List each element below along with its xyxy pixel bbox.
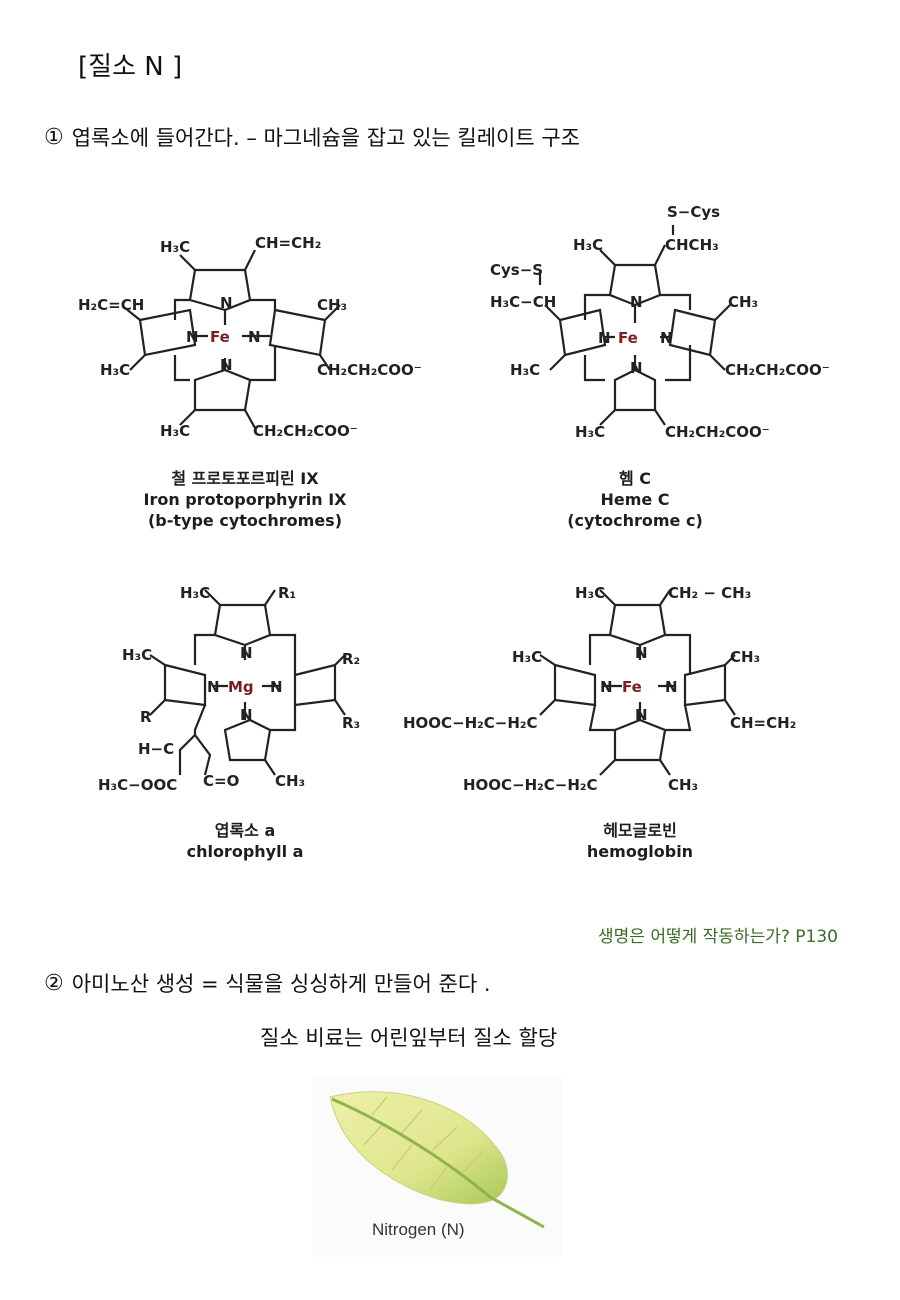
metal-label: Fe xyxy=(210,328,230,346)
group-bottom-left: H₃C xyxy=(160,422,190,440)
caption-iron-protoporphyrin: 철 프로토포르피린 IX Iron protoporphyrin IX (b-t… xyxy=(110,468,380,531)
caption-en: hemoglobin xyxy=(586,842,694,861)
caption-hemoglobin: 헤모글로빈 hemoglobin xyxy=(545,820,735,862)
group-right-lower: CH₂CH₂COO⁻ xyxy=(317,361,422,379)
caption-note: (cytochrome c) xyxy=(567,511,703,530)
porphyrin-ring-bonds xyxy=(538,225,731,426)
group-right-lower: CH₂CH₂COO⁻ xyxy=(725,361,830,379)
caption-heme-c: 헴 C Heme C (cytochrome c) xyxy=(535,468,735,531)
caption-ko: 철 프로토포르피린 IX xyxy=(171,469,319,488)
n-left-label: N xyxy=(207,678,220,696)
caption-note: (b-type cytochromes) xyxy=(147,511,343,530)
n-left-label: N xyxy=(598,329,611,347)
structure-iron-protoporphyrin: N N N N Fe H₃C CH=CH₂ H₂C=CH H₃C CH₃ CH₂… xyxy=(70,230,440,440)
n-top-label: N xyxy=(630,293,643,311)
caption-en: Iron protoporphyrin IX xyxy=(143,490,347,509)
group-bottom-left: HOOC−H₂C−H₂C xyxy=(463,776,597,794)
n-bottom-label: N xyxy=(220,356,233,374)
n-top-label: N xyxy=(635,644,648,662)
n-right-label: N xyxy=(270,678,283,696)
porphyrin-ring-bonds xyxy=(149,589,346,776)
group-top-right: CHCH₃ xyxy=(665,236,719,254)
section-3-text: 질소 비료는 어린잎부터 질소 할당 xyxy=(260,1026,558,1050)
group-left-lower: H₃C xyxy=(510,361,540,379)
group-left-upper: H₃C−CH xyxy=(490,293,556,311)
group-left-upper: H₂C=CH xyxy=(78,296,144,314)
section-2-text: 아미노산 생성 = 식물을 싱싱하게 만들어 준다 . xyxy=(71,972,491,996)
leaf-image xyxy=(312,1075,562,1257)
section-1-number: ① xyxy=(44,124,64,150)
n-right-label: N xyxy=(660,329,673,347)
group-right-upper: R₂ xyxy=(342,650,360,668)
group-ester: H₃C−OOC xyxy=(98,776,177,794)
n-top-label: N xyxy=(240,644,253,662)
leaf-illustration xyxy=(329,1091,545,1229)
group-bottom-right: CH₃ xyxy=(668,776,698,794)
group-left-lower: R xyxy=(140,708,152,726)
porphyrin-ring-bonds xyxy=(124,249,341,429)
group-right-lower: CH=CH₂ xyxy=(730,714,796,732)
group-right-lower: R₃ xyxy=(342,714,360,732)
group-left-upper: H₃C xyxy=(512,648,542,666)
n-top-label: N xyxy=(220,294,233,312)
group-bottom-right: CH₂CH₂COO⁻ xyxy=(665,423,770,441)
n-right-label: N xyxy=(665,678,678,696)
caption-ko: 헴 C xyxy=(618,469,652,488)
page-title: [질소 N ] xyxy=(78,52,183,82)
porphyrin-ring-bonds xyxy=(539,589,736,776)
group-ring-h: H−C xyxy=(138,740,174,758)
n-bottom-label: N xyxy=(240,706,253,724)
n-left-label: N xyxy=(600,678,613,696)
metal-label: Mg xyxy=(228,678,254,696)
caption-en: chlorophyll a xyxy=(186,842,304,861)
group-top-right: R₁ xyxy=(278,584,296,602)
group-top-left: H₃C xyxy=(160,238,190,256)
source-note: 생명은 어떻게 작동하는가? P130 xyxy=(598,927,838,947)
structure-hemoglobin: N N N N Fe H₃C CH₂ − CH₃ H₃C HOOC−H₂C−H₂… xyxy=(400,580,820,800)
section-2-line: ② 아미노산 생성 = 식물을 싱싱하게 만들어 준다 . xyxy=(44,968,491,998)
n-bottom-label: N xyxy=(630,359,643,377)
group-left-lower: HOOC−H₂C−H₂C xyxy=(403,714,537,732)
group-top-left: H₃C xyxy=(573,236,603,254)
section-1-text: 엽록소에 들어간다. – 마그네슘을 잡고 있는 킬레이트 구조 xyxy=(71,126,580,150)
n-left-label: N xyxy=(186,328,199,346)
structure-heme-c: N N N N Fe S−Cys H₃C CHCH₃ Cys−S H₃C−CH … xyxy=(485,195,845,445)
group-bottom-right: CH₃ xyxy=(275,772,305,790)
caption-en: Heme C xyxy=(600,490,670,509)
section-1-line: ① 엽록소에 들어간다. – 마그네슘을 잡고 있는 킬레이트 구조 xyxy=(44,122,580,152)
leaf-label: Nitrogen (N) xyxy=(372,1220,465,1239)
n-right-label: N xyxy=(248,328,261,346)
group-bottom-left: H₃C xyxy=(575,423,605,441)
group-top-extra: S−Cys xyxy=(667,203,720,221)
group-top-right: CH₂ − CH₃ xyxy=(668,584,751,602)
group-top-right: CH=CH₂ xyxy=(255,234,321,252)
section-2-number: ② xyxy=(44,970,64,996)
caption-chlorophyll-a: 엽록소 a chlorophyll a xyxy=(150,820,340,862)
group-top-left: H₃C xyxy=(575,584,605,602)
group-keto: C=O xyxy=(203,772,239,790)
caption-ko: 헤모글로빈 xyxy=(603,821,677,840)
structure-chlorophyll-a: N N N N Mg H₃C R₁ H₃C R R₂ R₃ H−C H₃C−OO… xyxy=(90,580,410,800)
metal-label: Fe xyxy=(618,329,638,347)
group-right-upper: CH₃ xyxy=(317,296,347,314)
group-left-lower: H₃C xyxy=(100,361,130,379)
metal-label: Fe xyxy=(622,678,642,696)
group-left-extra: Cys−S xyxy=(490,261,543,279)
group-top-left: H₃C xyxy=(180,584,210,602)
caption-ko: 엽록소 a xyxy=(214,821,276,840)
n-bottom-label: N xyxy=(635,706,648,724)
group-right-upper: CH₃ xyxy=(728,293,758,311)
group-left-upper: H₃C xyxy=(122,646,152,664)
group-right-upper: CH₃ xyxy=(730,648,760,666)
group-bottom-right: CH₂CH₂COO⁻ xyxy=(253,422,358,440)
